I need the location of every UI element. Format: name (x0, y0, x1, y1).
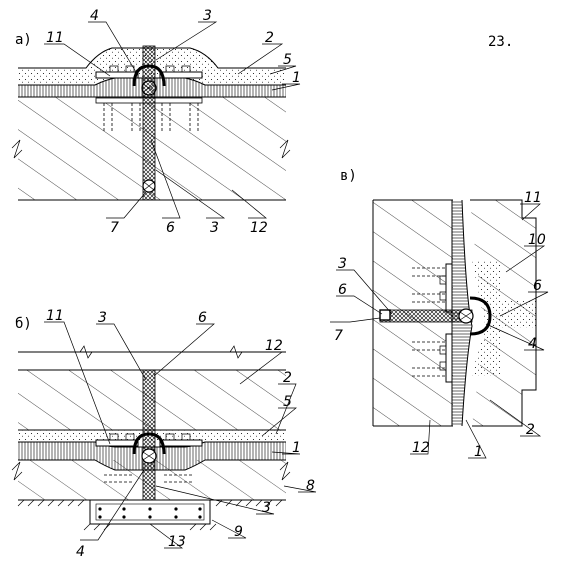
view-b-callout-3b: 3 (262, 500, 271, 516)
view-b: б) (11, 308, 317, 560)
view-b-callout-6: 6 (198, 310, 207, 326)
view-b-callout-1: 1 (292, 440, 301, 456)
view-b-callout-8: 8 (306, 478, 315, 494)
view-v-callout-3: 3 (338, 256, 347, 272)
view-v-callout-10: 10 (528, 232, 546, 248)
view-a-joint-sealant (142, 45, 156, 201)
view-v-callout-6: 6 (533, 278, 542, 294)
view-a-letter: а) (15, 32, 32, 48)
view-a-callout-3: 3 (203, 8, 212, 24)
view-v-callout-2: 2 (526, 422, 535, 438)
view-a-callout-3b: 3 (210, 220, 219, 236)
view-v-letter: в) (340, 168, 357, 184)
view-b-callout-3: 3 (98, 310, 107, 326)
view-a: а) (11, 8, 301, 236)
view-b-letter: б) (15, 316, 32, 332)
page-number: 23. (488, 34, 513, 50)
view-v-callout-1: 1 (474, 444, 483, 460)
view-v-callout-4: 4 (528, 336, 537, 352)
view-a-callout-2: 2 (265, 30, 274, 46)
view-a-callout-1: 1 (292, 70, 301, 86)
view-b-callout-4: 4 (76, 544, 85, 560)
view-a-callout-7: 7 (110, 220, 119, 236)
view-v-callout-11: 11 (524, 190, 542, 206)
view-v-callout-12: 12 (412, 440, 430, 456)
view-v: в) (330, 168, 549, 460)
view-a-right-plate (159, 71, 203, 79)
view-b-callout-12: 12 (265, 338, 283, 354)
view-b-callout-11: 11 (46, 308, 64, 324)
view-a-callout-6: 6 (166, 220, 175, 236)
view-a-left-plate (95, 71, 139, 79)
view-b-callout-13: 13 (168, 534, 186, 550)
view-a-callout-4: 4 (90, 8, 99, 24)
view-b-joint-sealant (142, 369, 156, 501)
view-a-callout-12: 12 (250, 220, 268, 236)
view-v-callout-6b: 6 (338, 282, 347, 298)
view-v-callout-7: 7 (334, 328, 343, 344)
view-a-callout-11: 11 (46, 30, 64, 46)
view-b-callout-2: 2 (283, 370, 292, 386)
view-b-support-beam (89, 499, 211, 525)
view-v-joint-sealant (379, 309, 473, 323)
view-b-callout-9: 9 (234, 524, 243, 540)
view-a-callout-5: 5 (283, 52, 292, 68)
view-b-callout-5: 5 (283, 394, 292, 410)
